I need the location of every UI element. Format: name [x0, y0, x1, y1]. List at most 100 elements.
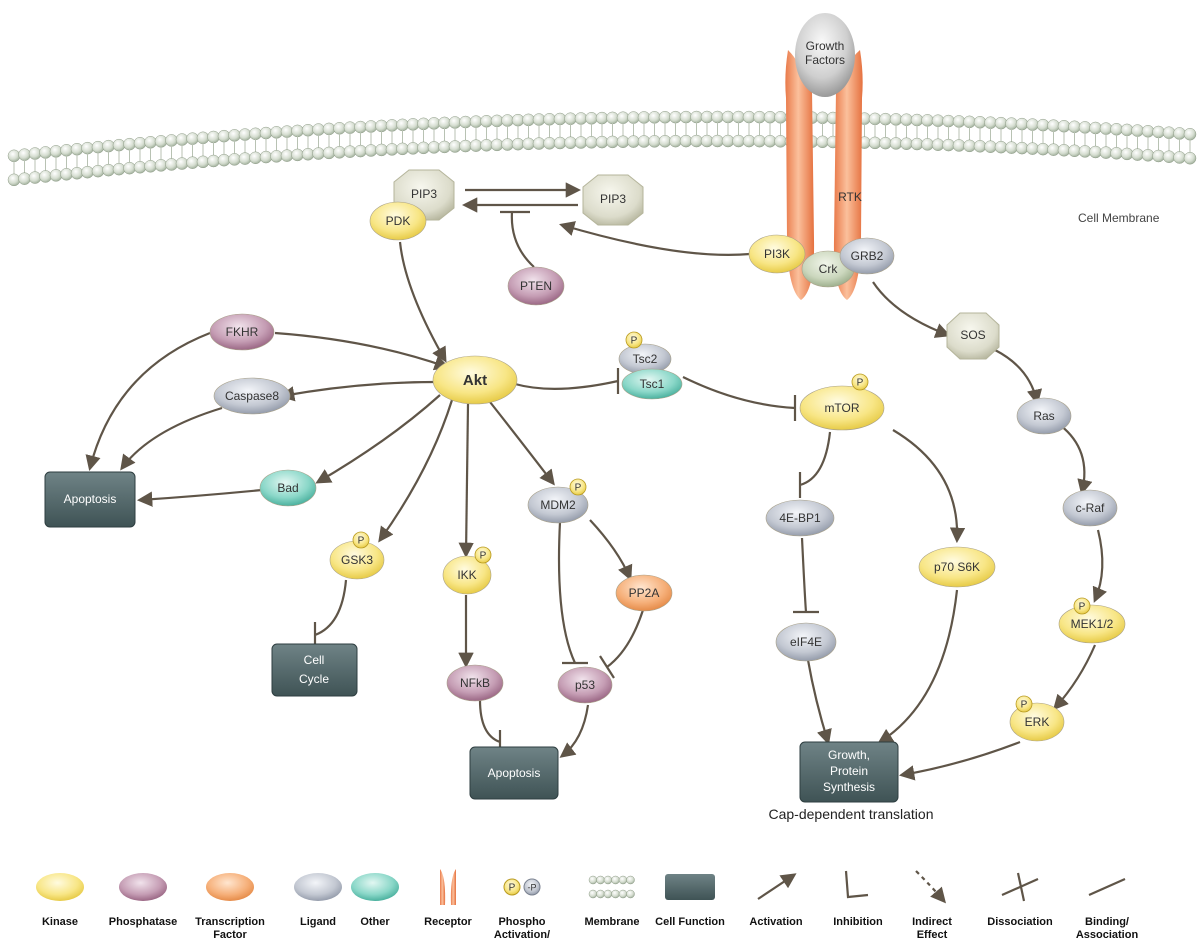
legend-activation-label: Activation	[749, 916, 802, 928]
legend-item-membrane: Membrane	[584, 875, 640, 928]
legend-ligand-icon	[294, 873, 342, 901]
eif4e-node: eIF4E	[775, 622, 837, 662]
mdm2-phospho-badge: P	[569, 478, 587, 496]
ras-label: Ras	[1033, 409, 1054, 423]
legend-item-other: Other	[351, 873, 399, 928]
mtor-phospho-badge: P	[851, 373, 869, 391]
mek-phospho-label: P	[1079, 602, 1086, 613]
bad-node: Bad	[259, 469, 317, 507]
tsc1-node: Tsc1	[621, 368, 683, 400]
legend-item-phosphatase: Phosphatase	[109, 873, 177, 928]
pten-node: PTEN	[507, 266, 565, 306]
legend-membrane-icon	[588, 875, 635, 899]
pp2a-label: PP2A	[629, 586, 660, 600]
akt-label: Akt	[463, 372, 487, 389]
tsc2-phospho-label: P	[631, 336, 638, 347]
bad-label: Bad	[277, 481, 298, 495]
craf-node: c-Raf	[1062, 489, 1118, 527]
p53-node: p53	[557, 666, 613, 704]
legend-phospho-label: Phospho	[498, 916, 545, 928]
legend-kinase-icon	[36, 873, 84, 901]
fkhr-node: FKHR	[209, 313, 275, 351]
legend-binding-label: Association	[1076, 929, 1139, 941]
p53-to-apoptosis-arrow	[559, 704, 590, 758]
legend-binding-label: Binding/	[1085, 916, 1129, 928]
mtor-phospho-label: P	[857, 378, 864, 389]
pip3-left-label: PIP3	[411, 187, 437, 201]
growth-factors-line1: Growth	[806, 39, 845, 53]
akt-node: Akt	[432, 355, 518, 405]
cap-dependent-translation-label: Cap-dependent translation	[768, 806, 933, 822]
rtk-label: RTK	[838, 190, 862, 204]
legend-indirect-label: Effect	[917, 929, 948, 941]
gsk3-inhibits-cell-cycle	[313, 579, 348, 648]
mtor-inhibits-4ebp1	[798, 431, 832, 498]
legend-ligand-label: Ligand	[300, 916, 336, 928]
ikk-label: IKK	[457, 568, 476, 582]
fkhr-to-apoptosis-arrow	[85, 331, 211, 471]
cell-cycle-box: Cell Cycle	[271, 643, 358, 697]
pp2a-node: PP2A	[615, 574, 673, 612]
grb2-to-sos-arrow	[872, 281, 951, 338]
legend-phospho-label: Activation/	[494, 929, 550, 941]
pdk-node: PDK	[369, 201, 427, 241]
legend-cell_function-icon	[665, 874, 715, 900]
legend-membrane-label: Membrane	[584, 916, 639, 928]
erk-to-growth-arrow	[898, 740, 1021, 781]
erk-label: ERK	[1025, 715, 1050, 729]
legend-phosphatase-label: Phosphatase	[109, 916, 177, 928]
legend-dissociation-label: Dissociation	[987, 916, 1053, 928]
legend-phospho-minus: -P	[528, 882, 537, 892]
p70s6k-to-growth-arrow	[877, 589, 959, 744]
4ebp1-label: 4E-BP1	[779, 511, 821, 525]
ikk-node: IKK P	[442, 546, 492, 595]
akt-to-caspase8-arrow	[278, 380, 436, 402]
legend-item-dissociation: Dissociation	[987, 872, 1053, 928]
legend-other-icon	[351, 873, 399, 901]
ikk-phospho-label: P	[480, 551, 487, 562]
4ebp1-inhibits-eif4e	[793, 537, 819, 614]
pten-inhibition	[500, 210, 535, 268]
legend-indirect-icon	[915, 870, 947, 904]
pi3k-to-pip3-arrow	[559, 221, 751, 256]
caspase8-to-apoptosis-arrow	[120, 406, 223, 471]
tsc-inhibits-mtor	[682, 376, 797, 421]
growth-line1: Growth,	[828, 748, 870, 762]
erk-phospho-badge: P	[1015, 695, 1033, 713]
gsk3-phospho-badge: P	[352, 531, 370, 549]
nfkb-label: NFkB	[460, 676, 490, 690]
ikk-phospho-badge: P	[474, 546, 492, 564]
legend-receptor-icon	[440, 869, 456, 905]
legend-transcription-icon	[206, 873, 254, 901]
legend-kinase-label: Kinase	[42, 916, 78, 928]
p70s6k-node: p70 S6K	[918, 546, 996, 588]
pi3k-node: PI3K	[748, 234, 806, 274]
cell-membrane	[7, 110, 1197, 187]
tsc2-phospho-badge: P	[625, 331, 643, 349]
craf-to-mek-arrow	[1092, 529, 1107, 603]
craf-label: c-Raf	[1076, 501, 1105, 515]
caspase8-label: Caspase8	[225, 389, 279, 403]
ras-node: Ras	[1016, 397, 1072, 435]
legend-item-ligand: Ligand	[294, 873, 342, 928]
legend-transcription-label: Transcription	[195, 916, 265, 928]
gsk3-phospho-label: P	[358, 536, 365, 547]
legend-inhibition-label: Inhibition	[833, 916, 883, 928]
legend-receptor-label: Receptor	[424, 916, 472, 928]
legend-binding-icon	[1088, 877, 1126, 897]
fkhr-label: FKHR	[226, 325, 259, 339]
mtor-label: mTOR	[824, 401, 859, 415]
caspase8-node: Caspase8	[213, 377, 291, 415]
legend-indirect-label: Indirect	[912, 916, 952, 928]
legend-dissociation-icon	[1001, 872, 1039, 902]
mek-node: MEK1/2P	[1058, 597, 1126, 644]
ras-to-craf-arrow	[1059, 424, 1093, 495]
akt-to-mdm2-arrow	[489, 401, 555, 486]
erk-node: ERK P	[1009, 695, 1065, 742]
growth-factors: Growth Factors	[795, 13, 855, 97]
